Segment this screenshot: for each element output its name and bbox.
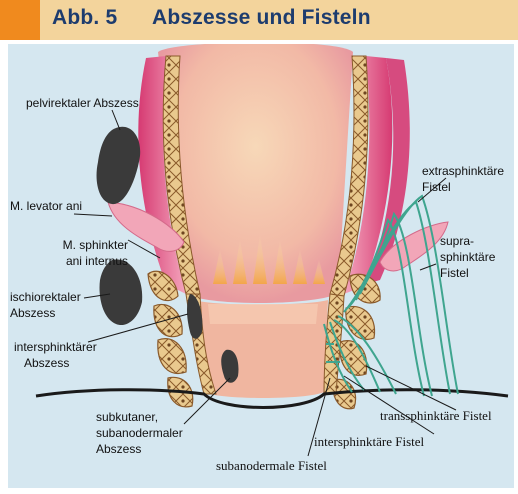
label-transsphinktaere-fistel: transsphinktäre Fistel (380, 408, 492, 423)
label-intersphinktaerer-2: Abszess (24, 356, 69, 371)
illustration-panel: pelvirektaler Abszess M. levator ani M. … (8, 44, 514, 488)
ischiorectal-abscess (100, 259, 143, 325)
label-suprasphinktaere-1: supra- (440, 234, 474, 249)
pelvirectal-abscess (97, 127, 141, 204)
label-suprasphinktaere-3: Fistel (440, 266, 469, 281)
label-subkutaner-3: Abszess (96, 442, 141, 457)
anal-canal-highlight (208, 304, 318, 324)
label-extrasphinktaere-1: extrasphinktäre (422, 164, 504, 179)
figure-title-text: Abszesse und Fisteln (152, 6, 371, 29)
label-sphinkter-internus-2: ani internus (28, 254, 128, 269)
label-pelvirektaler-abszess: pelvirektaler Abszess (26, 96, 139, 111)
header-marker (0, 0, 40, 40)
label-intersphinktaere-fistel: intersphinktäre Fistel (314, 434, 424, 449)
label-sphinkter-internus-1: M. sphinkter (28, 238, 128, 253)
label-ischiorektaler-2: Abszess (10, 306, 55, 321)
figure-number: Abb. 5 (52, 6, 152, 30)
label-levator-ani: M. levator ani (10, 199, 82, 214)
label-extrasphinktaere-2: Fistel (422, 180, 451, 195)
label-intersphinktaerer-1: intersphinktärer (14, 340, 97, 355)
label-subkutaner-1: subkutaner, (96, 410, 158, 425)
label-subkutaner-2: subanodermaler (96, 426, 183, 441)
label-suprasphinktaere-2: sphinktäre (440, 250, 495, 265)
label-subanodermale-fistel: subanodermale Fistel (216, 458, 327, 473)
label-ischiorektaler-1: ischiorektaler (10, 290, 81, 305)
